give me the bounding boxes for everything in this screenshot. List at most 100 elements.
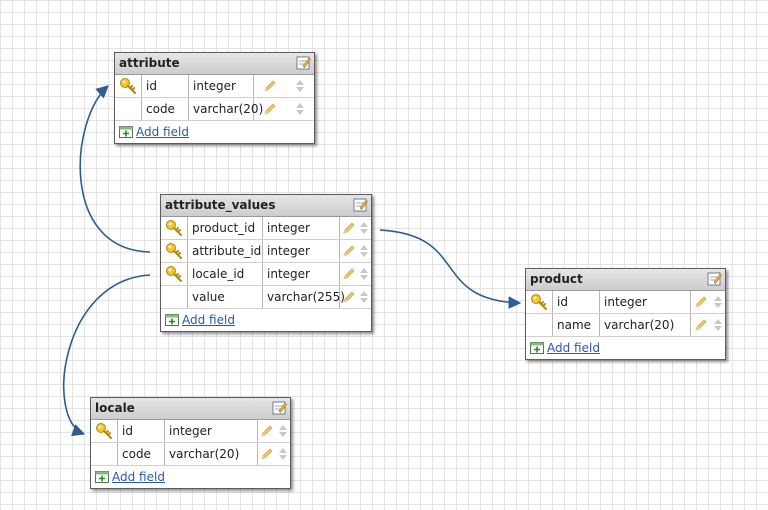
primary-key-icon [161,240,188,262]
reorder-arrows-icon[interactable] [278,447,288,461]
field-actions [340,240,371,262]
edit-table-icon[interactable] [353,197,368,212]
key-cell [91,443,118,465]
add-field-link[interactable]: Add field [136,125,189,139]
edit-field-icon[interactable] [263,102,277,116]
edit-table-icon[interactable] [296,55,311,70]
field-type[interactable]: integer [600,291,691,313]
field-actions [258,420,290,442]
field-name[interactable]: value [188,286,263,308]
table-header[interactable]: attribute [115,53,314,75]
field-name[interactable]: code [118,443,165,465]
field-actions [691,291,725,313]
reorder-arrows-icon[interactable] [359,267,369,281]
add-field-link[interactable]: Add field [182,313,235,327]
field-type[interactable]: integer [263,263,340,285]
add-field-icon[interactable] [95,471,109,483]
reorder-arrows-icon[interactable] [359,244,369,258]
table-header[interactable]: product [526,269,725,291]
field-type[interactable]: varchar(255) [263,286,345,308]
add-field-link[interactable]: Add field [547,341,600,355]
table-title: product [530,272,583,286]
primary-key-icon [526,291,553,313]
field-type[interactable]: integer [263,217,340,239]
edit-table-icon[interactable] [272,400,287,415]
edit-field-icon[interactable] [342,244,356,258]
table-title: locale [95,401,135,415]
add-field-row: Add field [161,309,371,331]
field-name[interactable]: name [553,314,600,336]
field-type[interactable]: integer [263,240,340,262]
field-actions [254,75,314,97]
field-name[interactable]: locale_id [188,263,263,285]
reorder-arrows-icon[interactable] [359,290,369,304]
edit-field-icon[interactable] [263,79,277,93]
field-name[interactable]: id [118,420,165,442]
primary-key-icon [91,420,118,442]
add-field-row: Add field [115,121,314,143]
edit-field-icon[interactable] [260,447,274,461]
add-field-row: Add field [526,337,725,359]
edit-field-icon[interactable] [342,221,356,235]
reorder-arrows-icon[interactable] [359,221,369,235]
key-cell [161,286,188,308]
reorder-arrows-icon[interactable] [295,102,305,116]
field-name[interactable]: id [142,75,189,97]
field-name[interactable]: id [553,291,600,313]
add-field-row: Add field [91,466,290,488]
key-cell [526,314,553,336]
field-type[interactable]: integer [165,420,258,442]
edit-field-icon[interactable] [694,318,708,332]
relation-product-id[interactable] [379,229,522,310]
field-actions [340,263,371,285]
field-type[interactable]: varchar(20) [600,314,691,336]
add-field-link[interactable]: Add field [112,470,165,484]
relation-locale-id[interactable] [63,274,151,437]
edit-field-icon[interactable] [342,290,356,304]
edit-field-icon[interactable] [260,424,274,438]
add-field-icon[interactable] [165,314,179,326]
add-field-icon[interactable] [530,342,544,354]
field-name[interactable]: attribute_id [188,240,263,262]
field-type[interactable]: varchar(20) [189,98,263,120]
key-cell [115,98,142,120]
edit-field-icon[interactable] [694,295,708,309]
field-type[interactable]: varchar(20) [165,443,258,465]
field-type[interactable]: integer [189,75,254,97]
edit-table-icon[interactable] [707,271,722,286]
reorder-arrows-icon[interactable] [713,295,723,309]
field-name[interactable]: product_id [188,217,263,239]
table-title: attribute [119,56,180,70]
primary-key-icon [161,217,188,239]
table-header[interactable]: locale [91,398,290,420]
field-actions [254,98,314,120]
field-name[interactable]: code [142,98,189,120]
reorder-arrows-icon[interactable] [278,424,288,438]
reorder-arrows-icon[interactable] [295,79,305,93]
add-field-icon[interactable] [119,126,133,138]
relation-attribute-id[interactable] [79,85,151,253]
primary-key-icon [115,75,142,97]
field-actions [691,314,725,336]
edit-field-icon[interactable] [342,267,356,281]
field-actions [258,443,290,465]
reorder-arrows-icon[interactable] [713,318,723,332]
table-header[interactable]: attribute_values [161,195,371,217]
table-title: attribute_values [165,198,276,212]
primary-key-icon [161,263,188,285]
